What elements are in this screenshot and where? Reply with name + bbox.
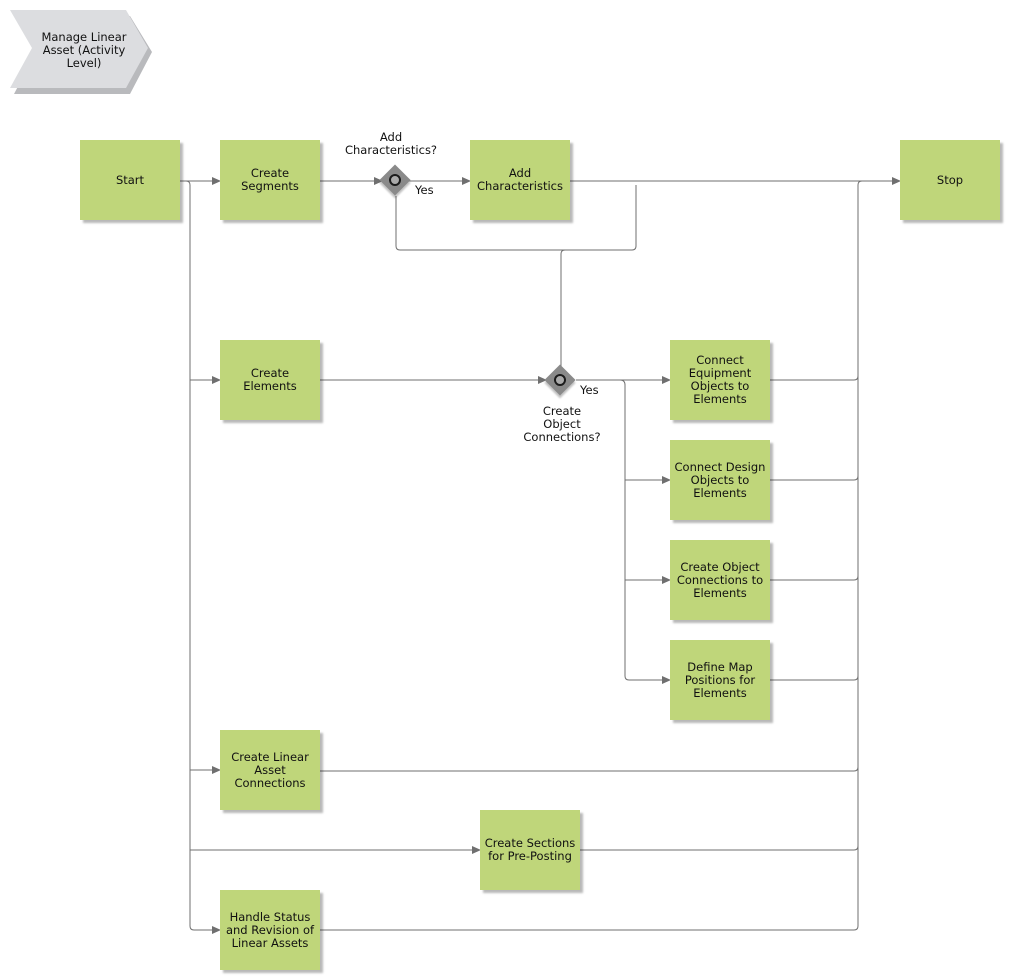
node-handle-status-label: Handle Status and Revision of Linear Ass…: [225, 909, 315, 950]
node-create-segments-label: Create Segments: [241, 166, 299, 193]
node-start-label: Start: [115, 172, 145, 187]
gateway-add-characteristics-label: Add Characteristics?: [344, 130, 438, 157]
process-title: Manage Linear Asset (Activity Level): [41, 30, 127, 70]
node-create-segments[interactable]: Create Segments: [220, 140, 320, 220]
node-create-linear-asset-connections-label: Create Linear Asset Connections: [231, 749, 309, 790]
node-create-sections[interactable]: Create Sections for Pre-Posting: [480, 810, 580, 890]
gateway-ring-icon: [551, 371, 569, 389]
edge-start-handle-status: [180, 180, 221, 934]
node-create-elements-label: Create Elements: [243, 366, 297, 393]
edge-sections-stop: [580, 845, 859, 851]
gateway-ring-icon: [386, 171, 404, 189]
process-header-chevron: [10, 10, 152, 94]
node-create-linear-asset-connections[interactable]: Create Linear Asset Connections: [220, 730, 320, 810]
node-create-object-connections[interactable]: Create Object Connections to Elements: [670, 540, 770, 620]
node-stop-label: Stop: [936, 172, 964, 187]
node-stop[interactable]: Stop: [900, 140, 1000, 220]
edge-gateway2-map: [619, 379, 671, 684]
gateway-create-object-connections-yes: Yes: [580, 383, 599, 397]
node-connect-design[interactable]: Connect Design Objects to Elements: [670, 440, 770, 520]
node-create-sections-label: Create Sections for Pre-Posting: [484, 836, 576, 863]
node-connect-equipment-label: Connect Equipment Objects to Elements: [688, 353, 752, 406]
gateway-add-characteristics-yes: Yes: [415, 183, 434, 197]
node-define-map-positions-label: Define Map Positions for Elements: [684, 659, 756, 700]
edge-design-stop: [770, 475, 859, 481]
node-connect-equipment[interactable]: Connect Equipment Objects to Elements: [670, 340, 770, 420]
node-add-characteristics[interactable]: Add Characteristics: [470, 140, 570, 220]
edge-linear-stop: [320, 766, 859, 772]
edge-equipment-stop: [770, 375, 859, 381]
edge-objconn-stop: [770, 575, 859, 581]
node-create-object-connections-label: Create Object Connections to Elements: [676, 559, 764, 600]
edge-gateway2-no: [560, 249, 566, 366]
edge-map-stop: [770, 675, 859, 681]
edge-handle-status-stop: [320, 180, 863, 931]
node-add-characteristics-label: Add Characteristics: [477, 166, 563, 193]
edge-gateway1-no: [395, 185, 637, 251]
node-connect-design-label: Connect Design Objects to Elements: [674, 459, 766, 500]
node-start[interactable]: Start: [80, 140, 180, 220]
node-define-map-positions[interactable]: Define Map Positions for Elements: [670, 640, 770, 720]
gateway-create-object-connections-label: Create Object Connections?: [523, 404, 601, 444]
node-create-elements[interactable]: Create Elements: [220, 340, 320, 420]
node-handle-status[interactable]: Handle Status and Revision of Linear Ass…: [220, 890, 320, 970]
